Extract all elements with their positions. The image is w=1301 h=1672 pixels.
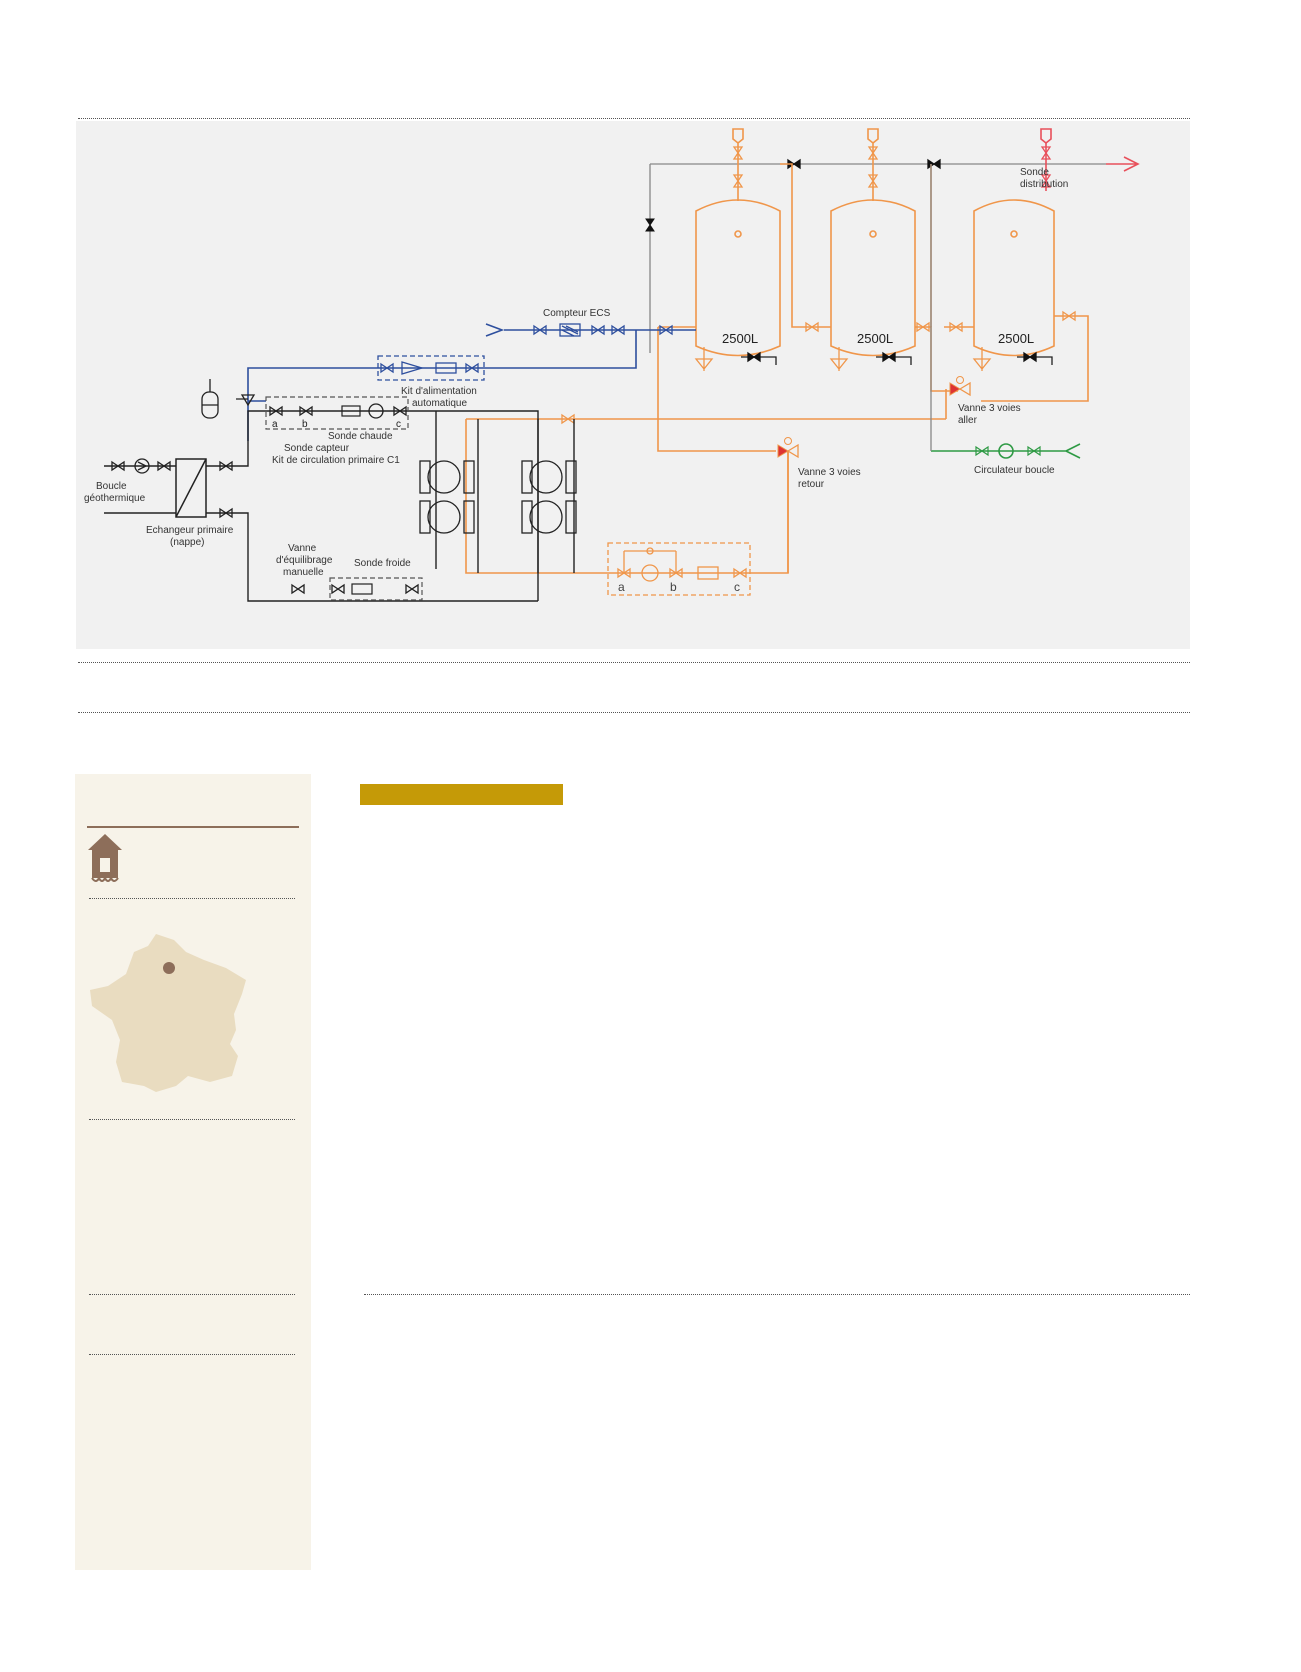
label-sonde-froide: Sonde froide bbox=[354, 558, 411, 569]
divider-2 bbox=[78, 712, 1190, 713]
cold-water-pipes bbox=[247, 323, 696, 441]
heat-exchanger bbox=[175, 458, 207, 518]
kit-c1-c: c bbox=[396, 419, 401, 430]
label-sonde-distribution-1: Sonde bbox=[1020, 167, 1049, 178]
three-way-valve-aller bbox=[949, 376, 971, 397]
three-way-valve-retour bbox=[777, 437, 799, 459]
storage-tank-2 bbox=[830, 128, 916, 357]
label-vanne3-retour-2: retour bbox=[798, 479, 825, 490]
label-echangeur-2: (nappe) bbox=[170, 537, 204, 548]
label-boucle-2: géothermique bbox=[84, 493, 146, 504]
tank-2-capacity: 2500L bbox=[857, 331, 893, 346]
label-circulateur-boucle: Circulateur boucle bbox=[974, 465, 1055, 476]
label-compteur-ecs: Compteur ECS bbox=[543, 308, 611, 319]
kit-c1-b: b bbox=[302, 419, 308, 430]
distribution-outlet bbox=[1040, 128, 1140, 191]
label-sonde-distribution-2: distribution bbox=[1020, 179, 1068, 190]
house-icon bbox=[88, 834, 122, 882]
kit-circulation-primaire bbox=[265, 396, 409, 430]
kit-c1-a: a bbox=[272, 419, 278, 430]
divider-1 bbox=[78, 662, 1190, 663]
tank-1-capacity: 2500L bbox=[722, 331, 758, 346]
sidebar-divider-3 bbox=[89, 1294, 295, 1295]
main-divider bbox=[364, 1294, 1190, 1295]
label-vanne3-aller-2: aller bbox=[958, 415, 978, 426]
solar-kit-a: a bbox=[618, 580, 625, 594]
tank-3-capacity: 2500L bbox=[998, 331, 1034, 346]
france-map-icon bbox=[90, 934, 246, 1092]
label-kit-circulation: Kit de circulation primaire C1 bbox=[272, 455, 400, 466]
solar-kit-b: b bbox=[670, 580, 677, 594]
expansion-vessel bbox=[201, 379, 256, 419]
tank-safety-valves bbox=[694, 347, 992, 371]
solar-collectors bbox=[419, 460, 577, 534]
compteur-ecs-meter bbox=[559, 323, 581, 337]
kit-alimentation-box bbox=[377, 355, 485, 381]
sidebar-divider-4 bbox=[89, 1354, 295, 1355]
green-loop bbox=[931, 443, 1081, 459]
label-vanne-equil-3: manuelle bbox=[283, 567, 324, 578]
storage-tank-1 bbox=[695, 128, 781, 357]
sidebar-divider-2 bbox=[89, 1119, 295, 1120]
label-sonde-chaude: Sonde chaude bbox=[328, 431, 393, 442]
tank-drains bbox=[741, 356, 1053, 365]
label-vanne-equil-2: d'équilibrage bbox=[276, 555, 333, 566]
hydraulic-diagram: Sonde distribution 2500L 2500L 2500L bbox=[76, 121, 1190, 649]
top-divider bbox=[78, 118, 1190, 119]
solar-pump-kit bbox=[607, 542, 751, 596]
label-echangeur-1: Echangeur primaire bbox=[146, 525, 234, 536]
solar-kit-c: c bbox=[734, 580, 740, 594]
label-vanne3-retour-1: Vanne 3 voies bbox=[798, 467, 861, 478]
storage-tank-3 bbox=[973, 199, 1055, 357]
geothermal-pump bbox=[134, 458, 150, 474]
label-kit-alimentation-2: automatique bbox=[412, 398, 467, 409]
black-valve-top-2 bbox=[927, 159, 941, 169]
grey-pipe-top bbox=[649, 163, 1106, 353]
sidebar bbox=[75, 774, 311, 1570]
label-vanne3-aller-1: Vanne 3 voies bbox=[958, 403, 1021, 414]
label-kit-alimentation-1: Kit d'alimentation bbox=[401, 386, 477, 397]
label-boucle-1: Boucle bbox=[96, 481, 127, 492]
vanne-equilibrage bbox=[291, 584, 305, 594]
sonde-froide-box bbox=[329, 577, 423, 601]
sidebar-rule bbox=[87, 826, 299, 828]
sidebar-divider-1 bbox=[89, 898, 295, 899]
black-valve-vertical bbox=[645, 218, 655, 232]
label-vanne-equil-1: Vanne bbox=[288, 543, 317, 554]
section-title-bar bbox=[360, 784, 563, 805]
hydraulic-diagram-svg: Sonde distribution 2500L 2500L 2500L bbox=[84, 128, 1140, 602]
label-sonde-capteur: Sonde capteur bbox=[284, 443, 350, 454]
